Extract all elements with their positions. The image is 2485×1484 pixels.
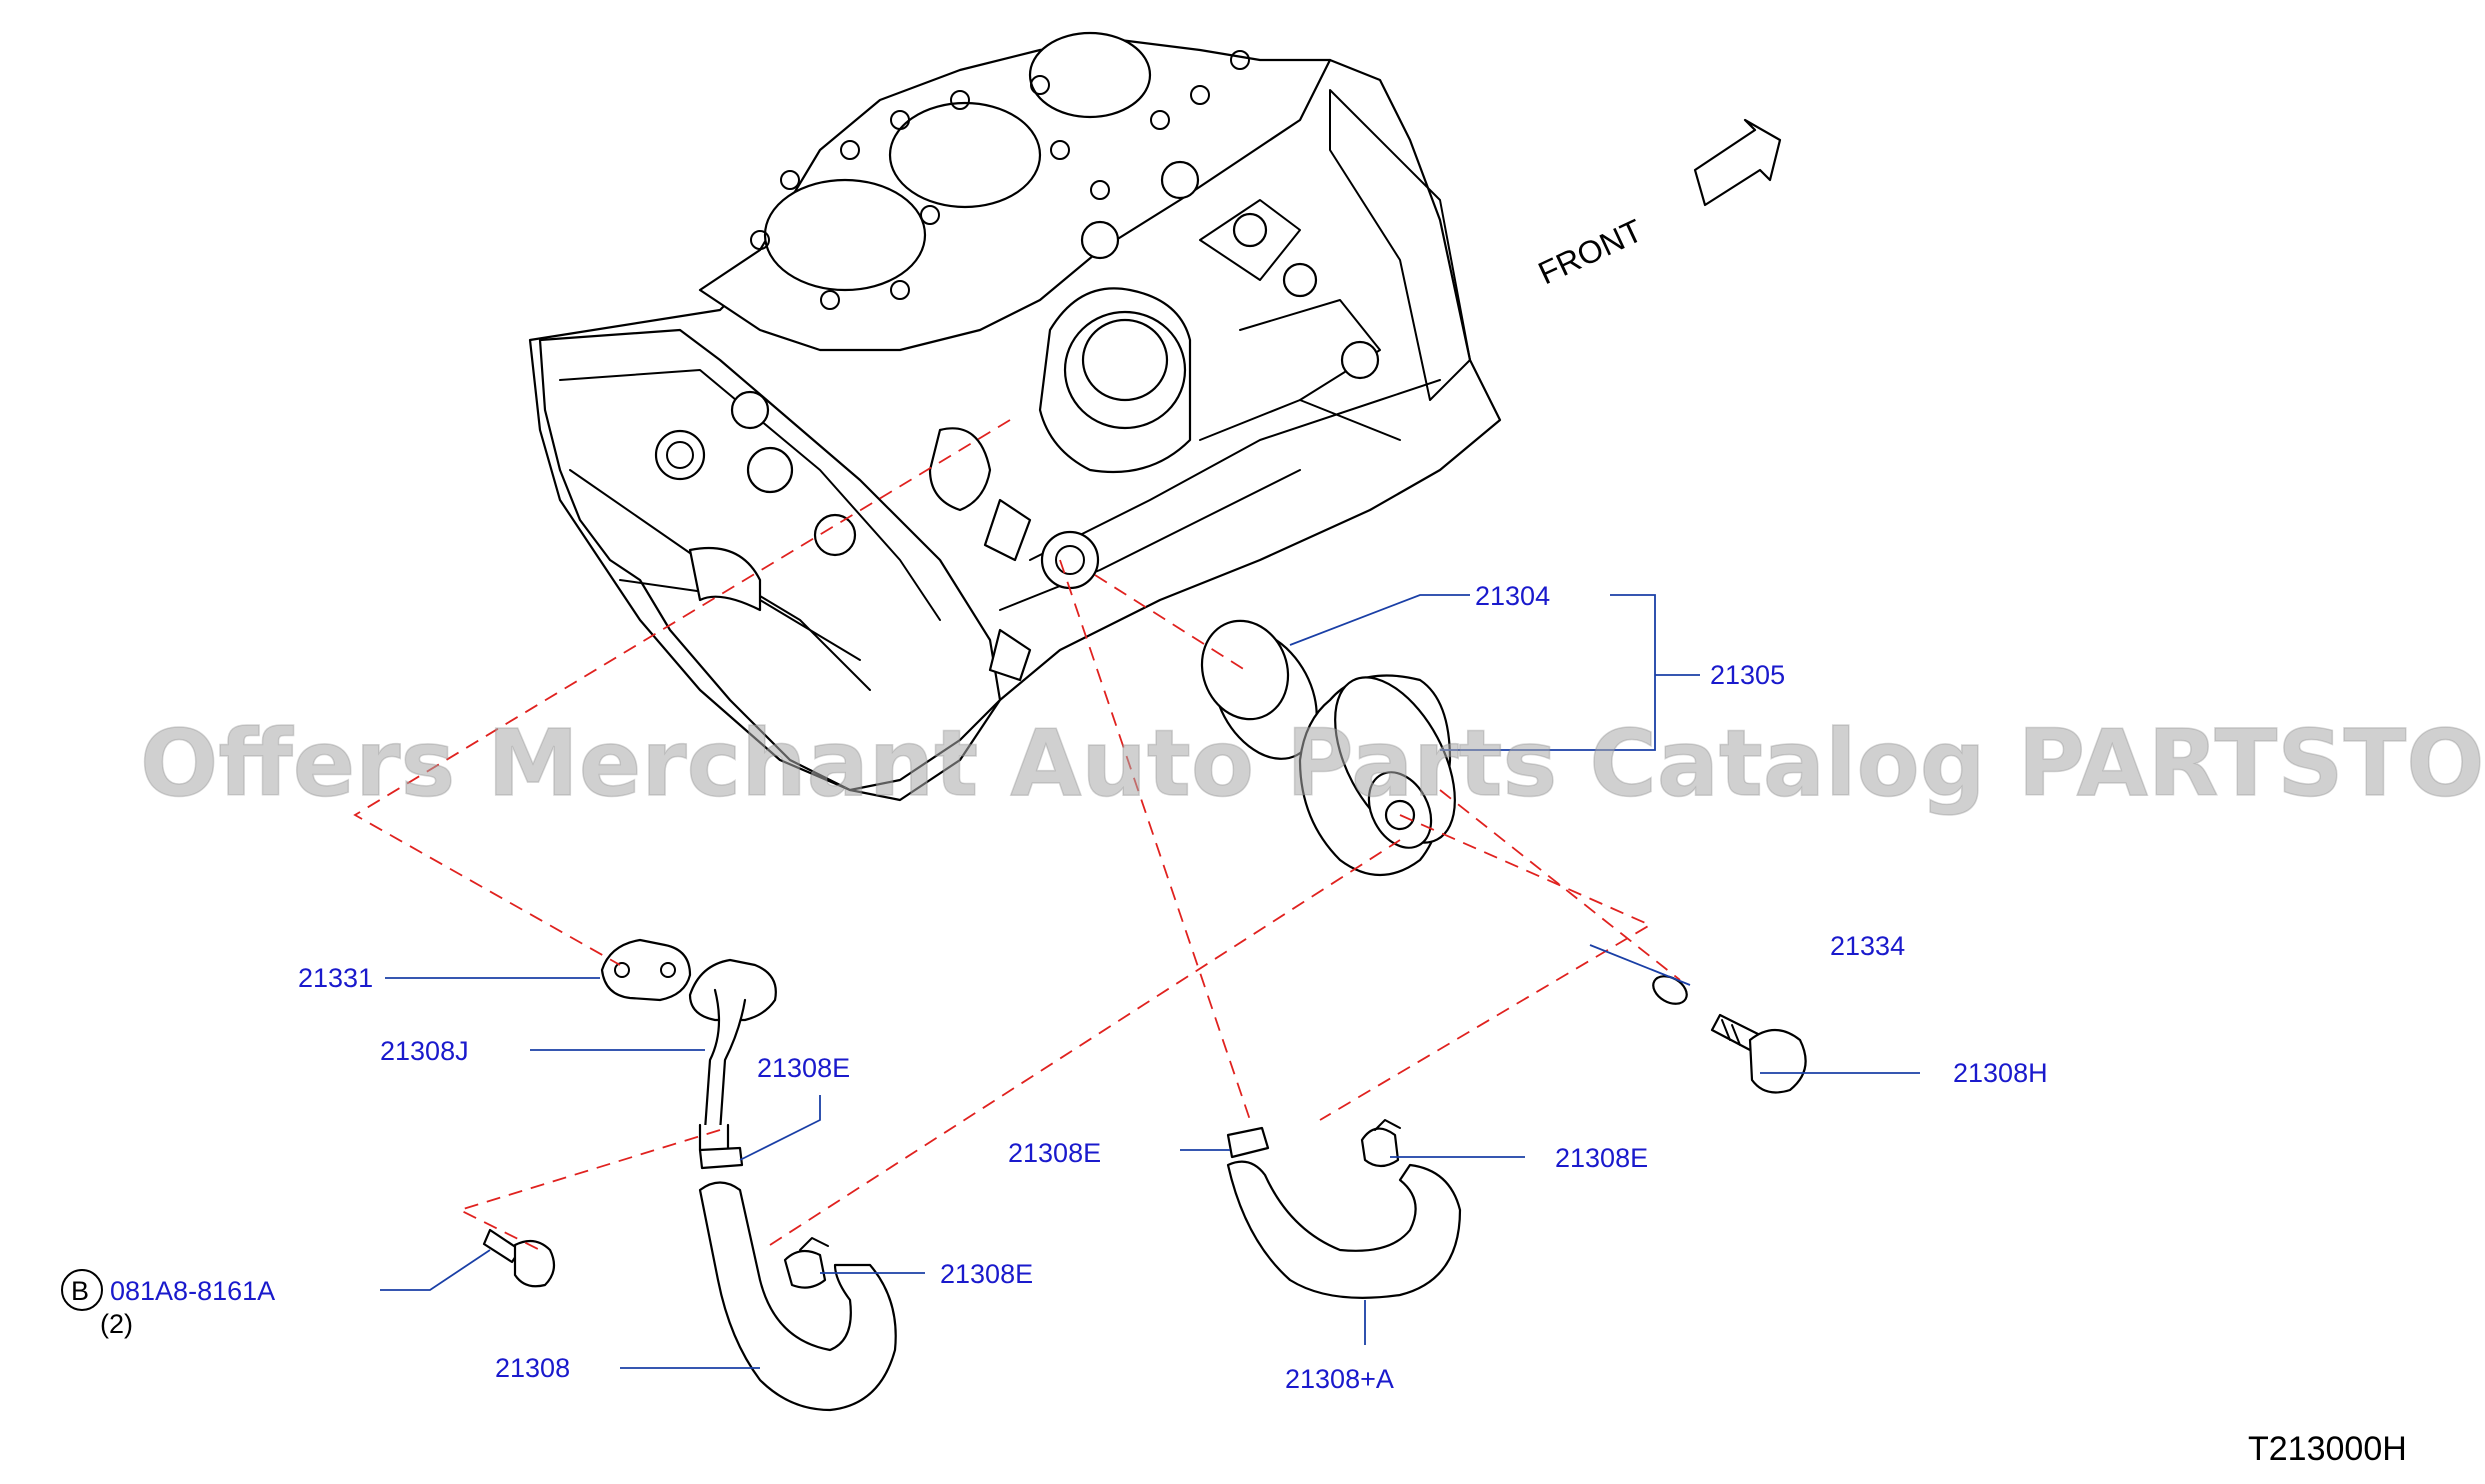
water-pipe-21308J (600, 938, 777, 1156)
watermark: Offers Merchant Auto Parts Catalog PARTS… (140, 710, 2485, 817)
bolt-21308H (1652, 975, 1807, 1094)
clip-21308E-mid (1226, 1126, 1270, 1159)
assembly-lines (353, 419, 1681, 1251)
callout-21308E-top[interactable]: 21308E (757, 1053, 850, 1083)
front-arrow-icon (1693, 118, 1782, 207)
bolt-081A8 (482, 1228, 556, 1288)
circle-b-icon: B (61, 1269, 103, 1311)
callout-21308E-mid[interactable]: 21308E (1008, 1138, 1101, 1168)
callout-21331[interactable]: 21331 (298, 963, 373, 993)
clip-21308E-right (1360, 1119, 1401, 1168)
o-ring-21304 (1200, 619, 1290, 721)
engine-block (528, 31, 1502, 802)
leader-lines (380, 594, 1920, 1369)
front-label: FRONT (1533, 212, 1648, 291)
callout-21308[interactable]: 21308 (495, 1353, 570, 1383)
quantity-label: (2) (100, 1309, 133, 1339)
callout-21304[interactable]: 21304 (1475, 581, 1550, 611)
callout-21308J[interactable]: 21308J (380, 1036, 469, 1066)
callout-081A8-8161A[interactable]: 081A8-8161A (110, 1276, 275, 1306)
diagram-code: T213000H (2248, 1430, 2407, 1468)
callout-21308E-lower[interactable]: 21308E (940, 1259, 1033, 1289)
callout-21308A[interactable]: 21308+A (1285, 1364, 1394, 1394)
hose-21308 (698, 1181, 897, 1412)
svg-text:B: B (71, 1276, 89, 1306)
oil-cooler (1212, 630, 1456, 877)
callout-21334[interactable]: 21334 (1830, 931, 1905, 961)
clip-21308E-lower (783, 1237, 829, 1289)
callout-21308E-right[interactable]: 21308E (1555, 1143, 1648, 1173)
callout-21308H[interactable]: 21308H (1953, 1058, 2048, 1088)
hose-21308A (1226, 1160, 1462, 1299)
callout-21305[interactable]: 21305 (1710, 660, 1785, 690)
clip-21308E-left (698, 1146, 744, 1170)
